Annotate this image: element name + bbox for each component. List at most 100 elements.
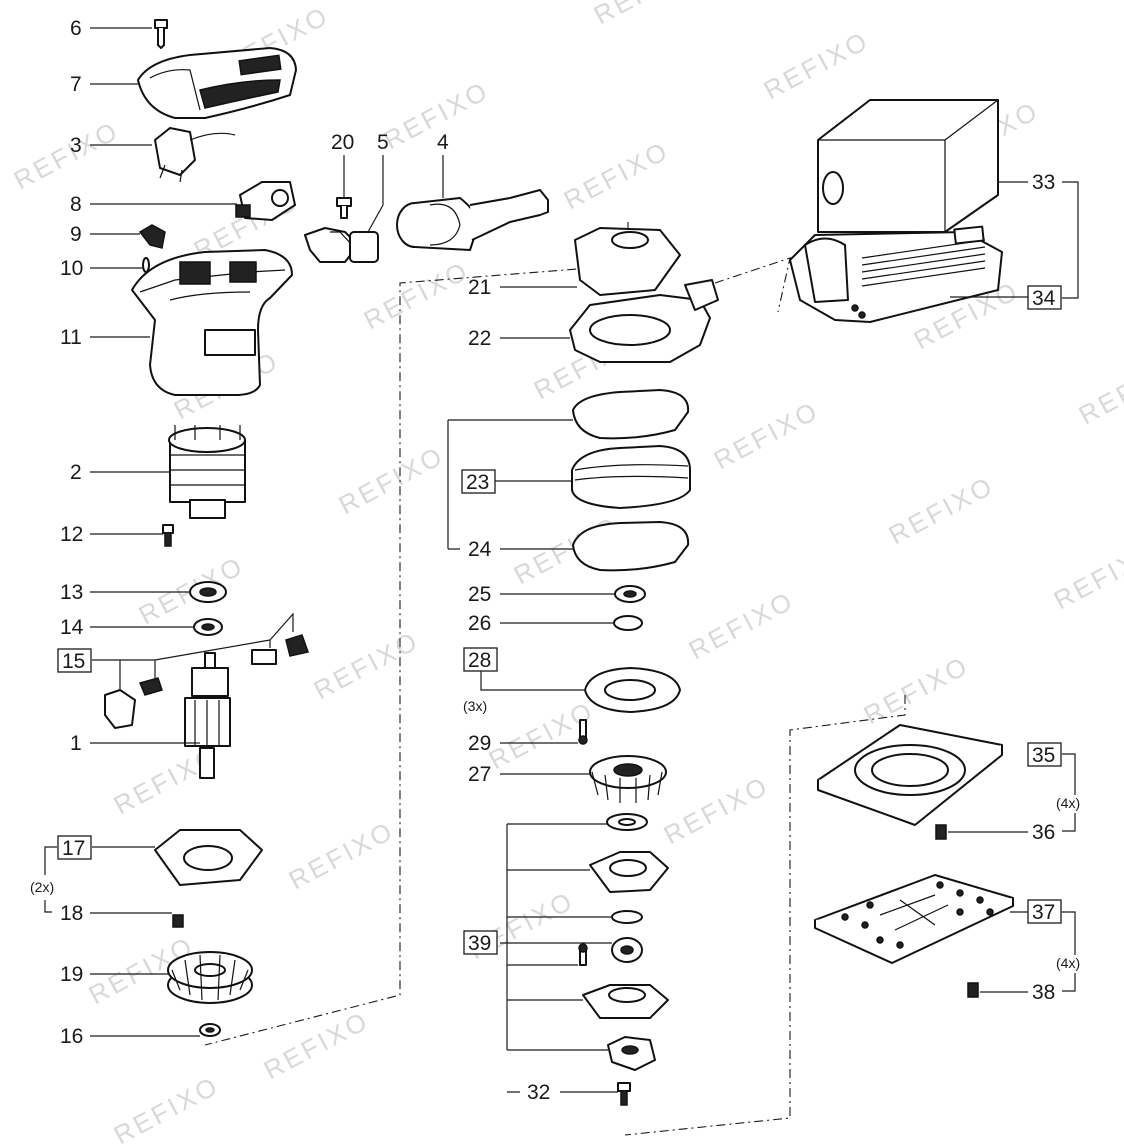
part-number-label: 6 (70, 17, 82, 40)
leader-17-bracket (44, 846, 57, 913)
part-number-label: 36 (1032, 821, 1055, 844)
watermark-text: REFIXO (284, 815, 399, 895)
part-number-label: 25 (468, 583, 491, 606)
leader-28 (480, 670, 585, 691)
watermark-text: REFIXO (309, 625, 424, 705)
assembly-line-base (714, 257, 791, 313)
part-number-label: 23 (466, 471, 489, 494)
part-number-label: 7 (70, 73, 82, 96)
part-number-label: 18 (60, 902, 83, 925)
part-number-label: 9 (70, 223, 82, 246)
watermark-text: REFIXO (684, 585, 799, 665)
part-23-seal (571, 389, 691, 509)
part-25-bearing (614, 585, 646, 603)
part-number-label: 34 (1032, 287, 1056, 310)
part-4-cable-sleeve (396, 189, 549, 251)
watermark-text: REFIXO (1074, 350, 1124, 430)
part-32-screw (617, 1082, 631, 1106)
part-number-label: 4 (437, 131, 449, 154)
part-number-label: 17 (62, 837, 85, 860)
label-box-39 (463, 930, 498, 955)
part-number-label: 32 (527, 1081, 550, 1104)
part-number-label: 11 (60, 326, 82, 349)
part-3-switch (154, 127, 236, 183)
part-16-washer (199, 1023, 221, 1037)
part-33-dust-bag (817, 99, 999, 233)
part-8-electronics (235, 181, 296, 221)
part-number-label: 16 (60, 1025, 83, 1048)
label-box-17 (57, 835, 92, 860)
leader-23 (447, 419, 573, 549)
watermark-text: REFIXO (589, 0, 704, 30)
leader-39 (500, 823, 612, 1051)
part-number-label: 37 (1032, 901, 1055, 924)
assembly-line-pad (624, 695, 906, 1136)
watermark-text: REFIXO (359, 255, 474, 335)
part-number-label: 21 (468, 276, 491, 299)
part-17-plate (154, 829, 263, 886)
part-number-label: 10 (60, 257, 83, 280)
watermark-text: REFIXO (1049, 535, 1124, 615)
part-1-armature (184, 652, 231, 779)
watermark-text: REFIXO (709, 395, 824, 475)
leader-33 (998, 181, 1079, 299)
part-number-label: 39 (468, 932, 491, 955)
part-15-carbon-brushes (104, 634, 309, 729)
watermark-text: REFIXO (9, 115, 124, 195)
watermark-text: REFIXO (109, 1070, 224, 1148)
part-14-bearing (193, 618, 223, 636)
part-13-bearing (189, 581, 227, 603)
part-number-label: 28 (468, 649, 491, 672)
part-number-label: 2 (70, 461, 82, 484)
part-26-washer (613, 615, 643, 631)
part-number-label: 35 (1032, 744, 1055, 767)
leader-5 (367, 155, 384, 233)
part-2-stator (168, 425, 246, 519)
part-number-label: 29 (468, 732, 491, 755)
watermark-text: REFIXO (859, 650, 974, 730)
part-36-screw (935, 824, 947, 840)
part-21-plate (574, 227, 681, 296)
part-12-screw (162, 524, 174, 547)
part-19-fan (167, 951, 253, 1004)
quantity-label: (4x) (1056, 955, 1080, 971)
quantity-label: (2x) (30, 879, 54, 895)
part-number-label: 15 (62, 650, 85, 673)
part-number-label: 1 (70, 732, 82, 755)
part-34-dust-box (789, 225, 1003, 323)
part-37-base-plate (814, 874, 1014, 964)
part-18-screw (172, 914, 184, 928)
label-box-28 (463, 647, 498, 672)
watermark-text: REFIXO (334, 440, 449, 520)
part-number-label: 19 (60, 963, 83, 986)
label-box-35 (1027, 742, 1062, 767)
part-number-label: 24 (468, 538, 492, 561)
leader-35 (1062, 753, 1076, 832)
part-11-housing (131, 249, 293, 396)
leader-15 (92, 612, 294, 690)
quantity-label: (4x) (1056, 795, 1080, 811)
part-number-label: 22 (468, 327, 491, 350)
part-9-clip (138, 224, 166, 249)
part-5-switch-assembly (304, 227, 379, 263)
part-39-eccentric-set (578, 813, 669, 1071)
part-27-fan (589, 755, 667, 803)
part-38-screw (967, 982, 979, 998)
part-number-label: 3 (70, 134, 82, 157)
part-10-pin (142, 257, 150, 273)
assembly-line-left (204, 222, 629, 1046)
part-number-label: 14 (60, 616, 84, 639)
part-number-label: 13 (60, 581, 83, 604)
part-7-top-cover (137, 47, 297, 119)
part-20-screw (336, 197, 352, 219)
part-6-screw (154, 19, 168, 49)
part-labels: 6 7 3 8 9 10 11 2 12 13 14 15 1 17 (2x) … (30, 17, 1080, 1104)
label-boxes (57, 285, 1062, 955)
label-box-34 (1027, 285, 1062, 310)
part-number-label: 38 (1032, 981, 1055, 1004)
leader-37 (1010, 911, 1076, 992)
leader-lines (44, 27, 1079, 1093)
part-24-gasket (572, 521, 690, 572)
watermark-text: REFIXO (759, 25, 874, 105)
